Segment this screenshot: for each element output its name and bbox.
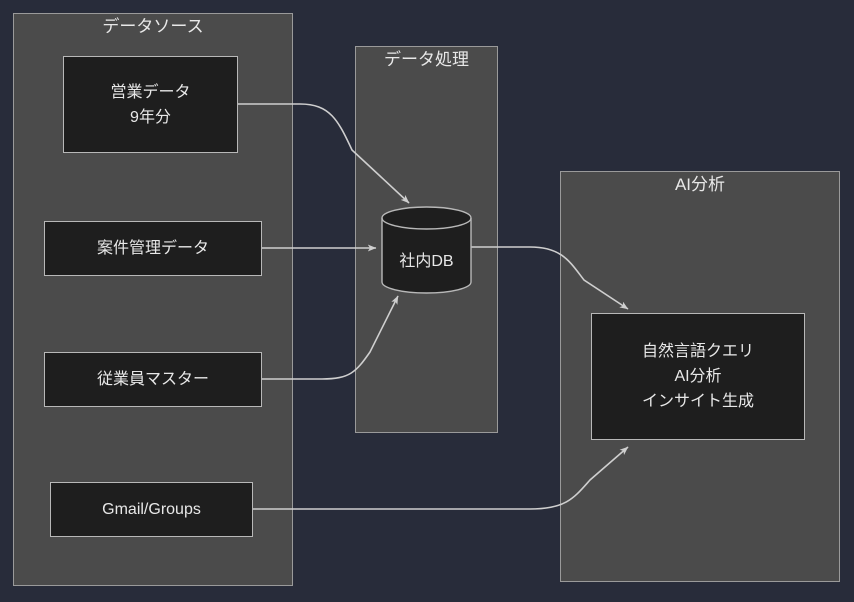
node-gmail-groups-label: Gmail/Groups — [102, 501, 201, 518]
group-data-processing[interactable] — [355, 46, 498, 433]
edge-sales-to-db — [238, 103, 410, 204]
node-sales-data[interactable]: 営業データ 9年分 — [63, 56, 238, 153]
node-case-management-data-label: 案件管理データ — [96, 240, 209, 257]
node-case-management-data[interactable]: 案件管理データ — [44, 221, 262, 276]
cylinder-shape — [381, 206, 472, 294]
group-ai-analysis-title: AI分析 — [674, 175, 726, 194]
group-data-processing-title: データ処理 — [384, 50, 469, 69]
node-employee-master[interactable]: 従業員マスター — [44, 352, 262, 407]
node-ai-capabilities[interactable]: 自然言語クエリ AI分析 インサイト生成 — [591, 313, 805, 440]
node-ai-capabilities-line-1: 自然言語クエリ — [641, 343, 754, 360]
node-sales-data-line-1: 営業データ — [110, 83, 191, 101]
node-ai-capabilities-line-3: インサイト生成 — [641, 393, 754, 410]
group-data-source-title: データソース — [102, 17, 204, 36]
node-ai-capabilities-line-2: AI分析 — [674, 368, 722, 385]
edge-employee-to-db — [262, 295, 399, 380]
node-employee-master-label: 従業員マスター — [96, 371, 209, 388]
edge-db-to-ai — [471, 246, 629, 310]
edge-gmail-to-ai — [253, 446, 629, 510]
node-internal-db[interactable]: 社内DB — [381, 206, 472, 294]
node-sales-data-line-2: 9年分 — [130, 108, 171, 126]
node-gmail-groups[interactable]: Gmail/Groups — [50, 482, 253, 537]
